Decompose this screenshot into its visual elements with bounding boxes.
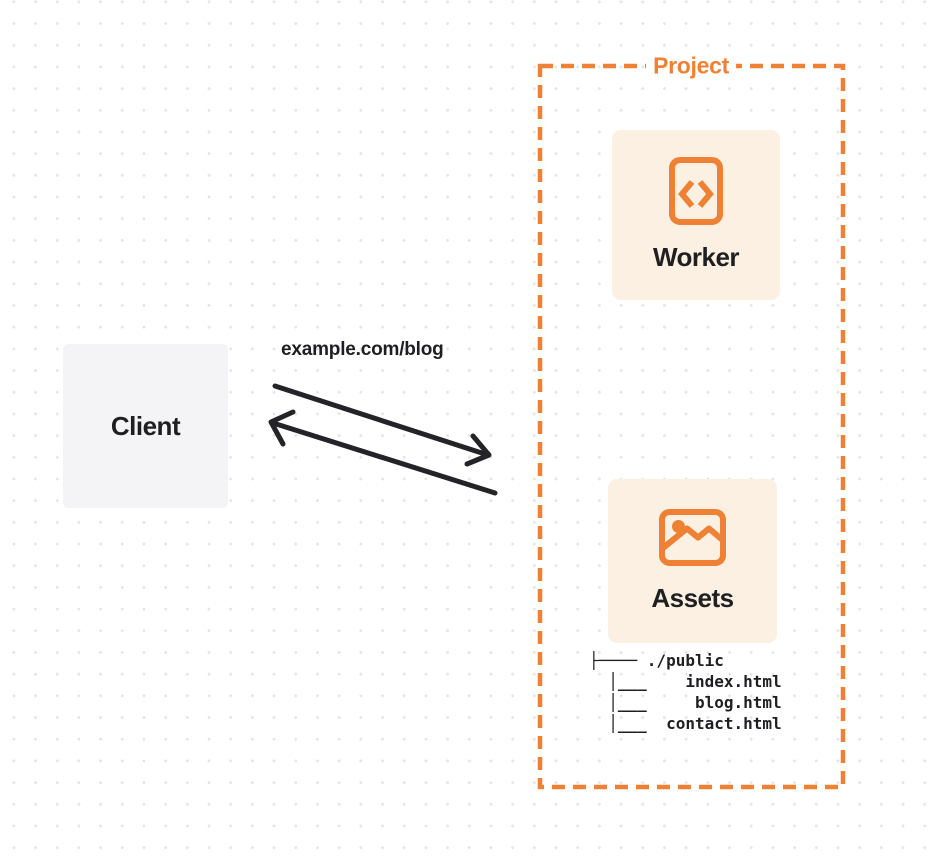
image-icon xyxy=(659,508,726,566)
code-icon xyxy=(669,157,723,225)
assets-label: Assets xyxy=(651,582,734,613)
request-url-label: example.com/blog xyxy=(281,339,444,360)
project-label: Project xyxy=(646,52,736,80)
response-arrow-line xyxy=(270,420,498,496)
request-arrowhead-icon xyxy=(464,433,492,467)
response-arrowhead-icon xyxy=(268,409,296,447)
client-label: Client xyxy=(110,410,181,441)
request-arrow xyxy=(272,383,492,467)
assets-file-tree: ├──── ./public │___ index.html │___ blog… xyxy=(589,651,782,733)
worker-node: Worker xyxy=(612,130,780,300)
response-arrow xyxy=(268,409,498,496)
request-arrow-line xyxy=(272,383,491,458)
client-node: Client xyxy=(63,344,228,508)
worker-label: Worker xyxy=(652,242,740,272)
assets-node: Assets xyxy=(608,479,777,643)
